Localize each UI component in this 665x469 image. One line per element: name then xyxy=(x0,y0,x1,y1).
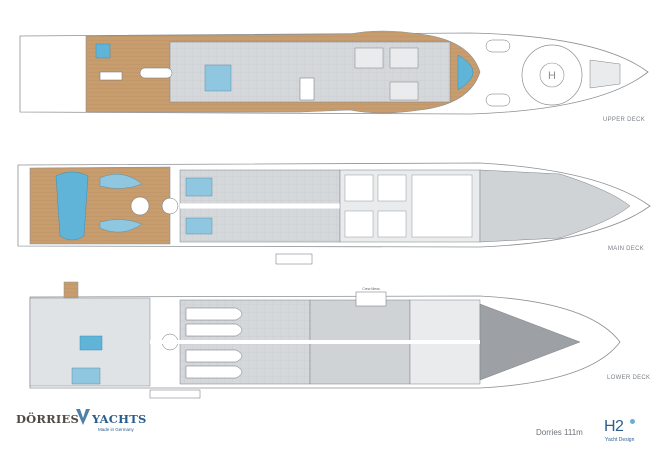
main-deck-cabin-2 xyxy=(377,174,407,202)
tender-1 xyxy=(185,307,243,321)
lower-deck-gym xyxy=(71,367,101,385)
main-deck-cabin-3 xyxy=(344,210,374,238)
upper-deck-dining-table xyxy=(139,67,173,79)
lower-deck-spa-pool xyxy=(79,335,103,351)
upper-deck-cabin-b xyxy=(389,47,419,69)
h2-mark: H2 xyxy=(604,418,624,435)
lower-deck-label: LOWER DECK xyxy=(607,375,651,381)
crew-mess-label: Crew Mess xyxy=(362,287,380,291)
upper-deck-cabin-c xyxy=(389,81,419,101)
yacht-model-name: Dorries 111m xyxy=(536,428,583,437)
upper-deck-fwd-lounge xyxy=(457,54,474,91)
lower-deck-boat-ramp xyxy=(63,281,79,299)
main-deck-dining xyxy=(185,217,213,235)
main-deck-round-table xyxy=(130,196,150,216)
brand-tagline: Made in Germany xyxy=(98,427,134,432)
upper-deck-tender-b xyxy=(485,93,511,107)
brand-v-mark-icon xyxy=(76,409,90,425)
tender-4 xyxy=(185,365,243,379)
upper-deck-label: UPPER DECK xyxy=(603,117,646,123)
upper-deck-bow-equipment xyxy=(589,59,621,89)
lower-deck-crew-mess xyxy=(355,291,387,307)
lower-deck xyxy=(29,281,621,399)
h2-dot-icon xyxy=(630,419,635,424)
main-deck-lounger-lower xyxy=(99,219,143,233)
main-deck-lounger-upper xyxy=(99,173,143,189)
upper-deck-lounge-block xyxy=(204,64,232,92)
tender-3 xyxy=(185,349,243,363)
main-deck-pool xyxy=(55,171,89,241)
upper-deck-stair xyxy=(299,77,315,101)
upper-deck-cabin-a xyxy=(354,47,384,69)
main-deck xyxy=(17,162,651,265)
helipad-inner-circle xyxy=(539,62,565,88)
helipad-h-mark: H xyxy=(548,70,556,82)
brand-name-left: DÖRRIES xyxy=(16,412,79,426)
h2-yacht-design-logo: H2 Yacht Design xyxy=(604,418,644,448)
helipad-circle xyxy=(521,44,583,106)
upper-deck: H xyxy=(19,30,649,115)
upper-deck-sofa-aft xyxy=(99,71,123,81)
h2-subtitle: Yacht Design xyxy=(605,437,635,443)
upper-deck-tender-a xyxy=(485,39,511,53)
main-deck-sofa-block xyxy=(185,177,213,197)
lower-deck-transom xyxy=(149,389,201,399)
main-deck-owner-suite xyxy=(411,174,473,238)
main-deck-cabin-4 xyxy=(377,210,407,238)
main-deck-label: MAIN DECK xyxy=(608,246,645,252)
upper-deck-pool xyxy=(95,43,111,59)
main-deck-boarding-stair xyxy=(275,253,313,265)
main-deck-fwd-crew xyxy=(479,169,631,243)
main-deck-spiral-stair xyxy=(161,197,179,215)
brand-name-right: YACHTS xyxy=(92,412,147,426)
main-deck-cabin-1 xyxy=(344,174,374,202)
tender-2 xyxy=(185,323,243,337)
